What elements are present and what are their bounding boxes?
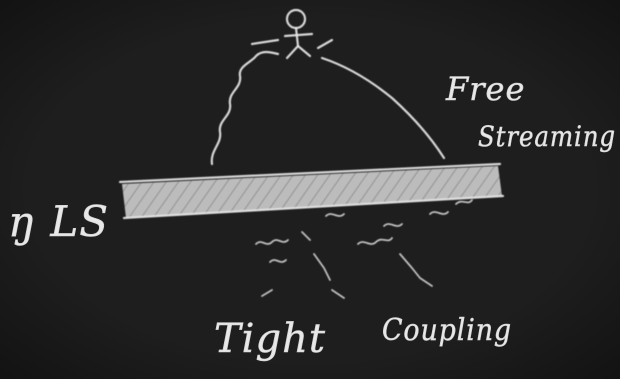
label-coupling: Coupling [382, 313, 512, 348]
label-streaming: Streaming [478, 120, 616, 153]
label-left: ŋ LS [8, 197, 109, 246]
label-free: Free [445, 70, 525, 108]
label-tight: Tight [214, 316, 326, 362]
